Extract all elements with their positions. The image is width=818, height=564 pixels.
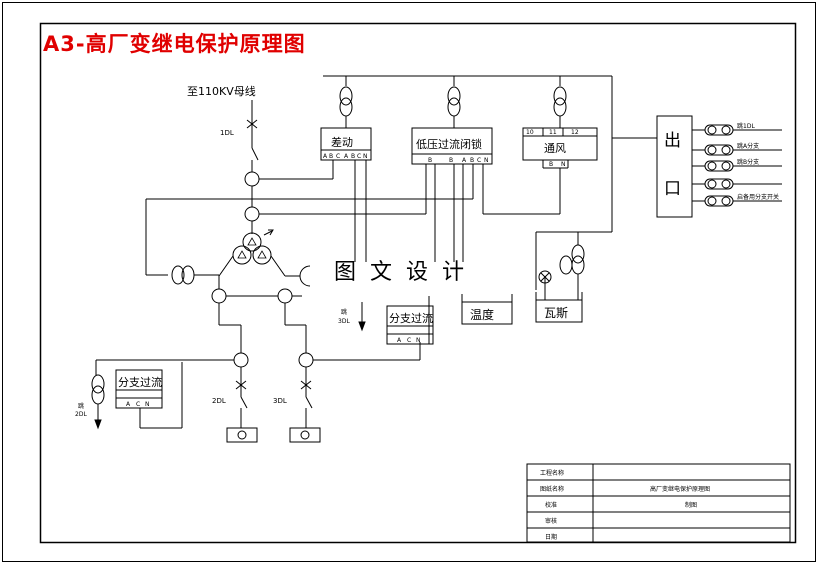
lv-term-5: C [477, 157, 481, 164]
vent-num-2: 11 [549, 129, 557, 136]
watermark-text: 图文设计 [334, 260, 479, 285]
outlet-output-5: 启备用分支开关 [737, 193, 779, 201]
trip-3dl-label: 跳 [341, 308, 347, 316]
vent-term-n: N [561, 161, 566, 168]
tb-label-1: 工程名称 [540, 469, 564, 477]
relay-differential [320, 127, 372, 161]
lv-term-4: B [470, 157, 474, 164]
outlet-label-top: 出 [664, 131, 681, 151]
relay-branch-oc-left [115, 369, 163, 409]
right-oc-term-n: N [416, 337, 421, 344]
outlet-label-bottom: 口 [664, 179, 681, 199]
bus-source-label: 至110KV母线 [187, 84, 256, 98]
outlet-output-3: 跳B分支 [737, 158, 759, 166]
diff-term-7: N [363, 153, 368, 160]
relay-differential-label: 差动 [331, 135, 353, 149]
diff-term-3: C [336, 153, 340, 160]
lv-term-1: B [428, 157, 432, 164]
bus-2dl-terminal [226, 427, 258, 443]
outlet-contacts [704, 124, 734, 207]
diff-term-1: A [323, 153, 328, 160]
outlet-output-1: 跳1DL [737, 122, 755, 130]
ct-gas [559, 244, 585, 275]
lv-term-3: A [462, 157, 467, 164]
tb-label-4: 审核 [545, 517, 557, 525]
left-oc-term-a: A [126, 401, 131, 408]
vent-num-1: 10 [526, 129, 534, 136]
relay-branch-oc-right [386, 305, 434, 345]
breaker-2dl-label: 2DL [212, 397, 226, 405]
vent-term-b: B [549, 161, 553, 168]
relay-temperature [461, 301, 513, 325]
left-oc-term-n: N [145, 401, 150, 408]
relay-lv-overcurrent [411, 127, 493, 165]
drawing-border [39, 22, 797, 544]
relay-ventilation-label: 通风 [544, 142, 566, 155]
relay-branch-oc-right-label: 分支过流 [389, 311, 433, 325]
tb-label-5: 日期 [545, 533, 557, 541]
title-block [526, 463, 791, 543]
lv-term-2: B [449, 157, 453, 164]
diff-term-2: B [329, 153, 333, 160]
tb-value-2: 高厂变继电保护原理图 [650, 485, 710, 493]
vent-num-3: 12 [571, 129, 579, 136]
gas-indicator-lamp [538, 270, 552, 284]
breaker-1dl-label: 1DL [220, 129, 234, 137]
outlet-output-2: 跳A分支 [737, 142, 759, 150]
relay-gas [535, 299, 583, 323]
diff-term-5: B [351, 153, 355, 160]
relay-branch-oc-left-label: 分支过流 [118, 375, 162, 389]
trip-2dl-label: 跳 [78, 402, 84, 410]
diff-term-4: A [344, 153, 349, 160]
trip-2dl-label-b: 2DL [75, 411, 87, 418]
ct-differential [339, 86, 353, 117]
tb-value-3: 制图 [685, 501, 697, 509]
ct-lv-overcurrent [447, 86, 461, 117]
bus-3dl-terminal [289, 427, 321, 443]
relay-gas-label: 瓦斯 [544, 306, 568, 320]
diff-term-6: C [357, 153, 361, 160]
drawing-title: A3-高厂变继电保护原理图 [43, 32, 306, 56]
breaker-3dl-label: 3DL [273, 397, 287, 405]
tb-label-3: 校准 [545, 501, 557, 509]
relay-ventilation [522, 127, 598, 161]
relay-lv-overcurrent-label: 低压过流闭锁 [416, 137, 482, 151]
trip-3dl-label-b: 3DL [338, 318, 350, 325]
right-oc-term-c: C [407, 337, 411, 344]
lv-term-6: N [484, 157, 489, 164]
tb-label-2: 图纸名称 [540, 485, 564, 493]
main-transformer [232, 229, 274, 265]
right-oc-term-a: A [397, 337, 402, 344]
left-oc-term-c: C [136, 401, 140, 408]
ct-ventilation [553, 86, 567, 117]
relay-temperature-label: 温度 [470, 307, 494, 322]
